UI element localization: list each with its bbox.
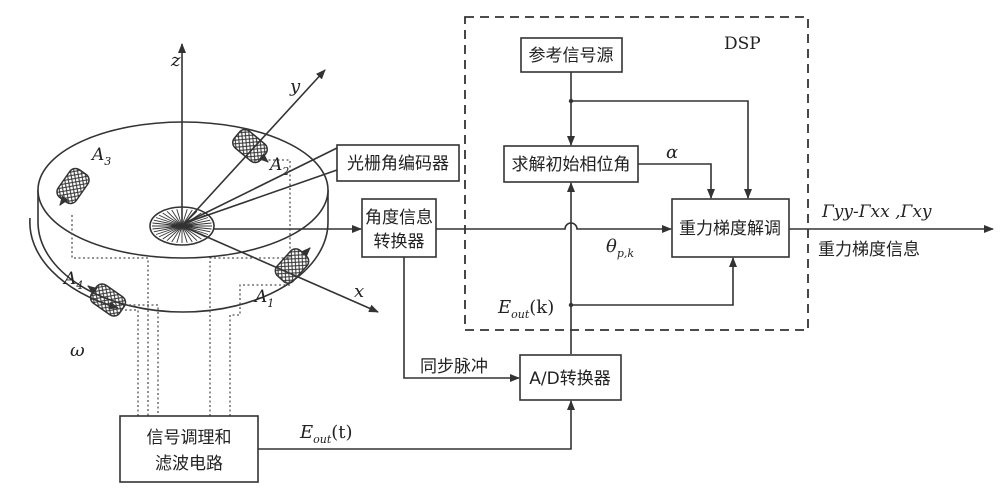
x-axis-label: x <box>354 281 364 302</box>
encoder-ray <box>152 222 183 227</box>
encoder-ray <box>171 225 183 243</box>
accelerometer-wires <box>71 159 291 416</box>
encoder-label: 光栅角编码器 <box>347 154 449 174</box>
gravity-demod-label: 重力梯度解调 <box>679 219 781 239</box>
sync-pulse-label: 同步脉冲 <box>420 357 488 377</box>
encoder-ray <box>176 225 183 243</box>
encoder-callout-lines <box>184 147 338 224</box>
initial-phase-label: 求解初始相位角 <box>512 155 631 175</box>
encoder-ray <box>155 217 183 227</box>
accelerometer-a2 <box>232 128 269 164</box>
gamma-output-label: Γyy-Γxx ,Γxy <box>821 202 932 222</box>
a3-label: A3 <box>90 145 111 168</box>
theta-line <box>436 222 672 233</box>
encoder-ray <box>181 219 211 227</box>
encoder-ray <box>181 225 193 243</box>
a1-label: A1 <box>253 287 274 310</box>
eout-k-lines <box>567 182 737 354</box>
encoder-ray <box>162 212 183 227</box>
gravity-info-label: 重力梯度信息 <box>818 240 920 260</box>
encoder-ray <box>181 209 188 227</box>
sync-pulse-line <box>403 257 520 382</box>
z-axis-label: z <box>170 50 181 71</box>
dsp-label: DSP <box>724 34 761 54</box>
encoder-ray <box>181 225 211 233</box>
signal-conditioner-box <box>119 415 259 483</box>
encoder-ray <box>181 217 209 227</box>
angle-converter-box <box>361 198 437 258</box>
gravity-demod-box <box>671 198 790 258</box>
ad-converter-label: A/D转换器 <box>529 369 610 389</box>
reference-source-label: 参考信号源 <box>529 46 614 66</box>
eout-k-label: Eout(k) <box>497 297 554 321</box>
alpha-line <box>638 163 715 199</box>
encoder-ray <box>162 225 183 240</box>
accelerometer-a3 <box>56 167 90 206</box>
omega-label: ω <box>70 340 85 361</box>
encoder-ray <box>166 225 183 242</box>
encoder-ray <box>153 225 183 233</box>
angle-converter-label-2: 转换器 <box>374 232 425 252</box>
a2-label: A2 <box>268 155 289 178</box>
encoder-ray <box>153 219 183 227</box>
encoder-ray <box>181 222 212 227</box>
encoder-ray <box>176 209 183 227</box>
encoder-ray <box>181 225 188 243</box>
ad-converter-box <box>519 354 622 401</box>
y-axis-label: y <box>289 76 301 97</box>
alpha-label: α <box>666 142 678 163</box>
initial-phase-box <box>503 145 639 183</box>
encoder-ray <box>155 225 183 235</box>
conditioner-label-1: 信号调理和 <box>147 428 232 448</box>
reference-signal-lines <box>567 72 752 199</box>
eout-t-line <box>258 400 575 450</box>
reference-source-box <box>520 37 623 73</box>
encoder-ray <box>171 209 183 227</box>
encoder-ray <box>181 225 212 230</box>
encoder-ray <box>158 225 183 238</box>
theta-label: θp,k <box>606 236 634 260</box>
conditioner-label-2: 滤波电路 <box>155 454 223 474</box>
eout-t-label: Eout(t) <box>299 422 353 446</box>
encoder-ray <box>181 225 198 242</box>
encoder-box <box>336 144 460 182</box>
dsp-region <box>464 16 809 331</box>
encoder-ray <box>152 225 183 230</box>
angle-converter-label-1: 角度信息 <box>365 208 433 228</box>
accelerometer-a4 <box>87 283 127 317</box>
encoder-ray <box>158 214 183 227</box>
encoder-ray <box>166 210 183 227</box>
accelerometer-a1 <box>274 247 311 284</box>
a4-label: A4 <box>62 269 83 292</box>
